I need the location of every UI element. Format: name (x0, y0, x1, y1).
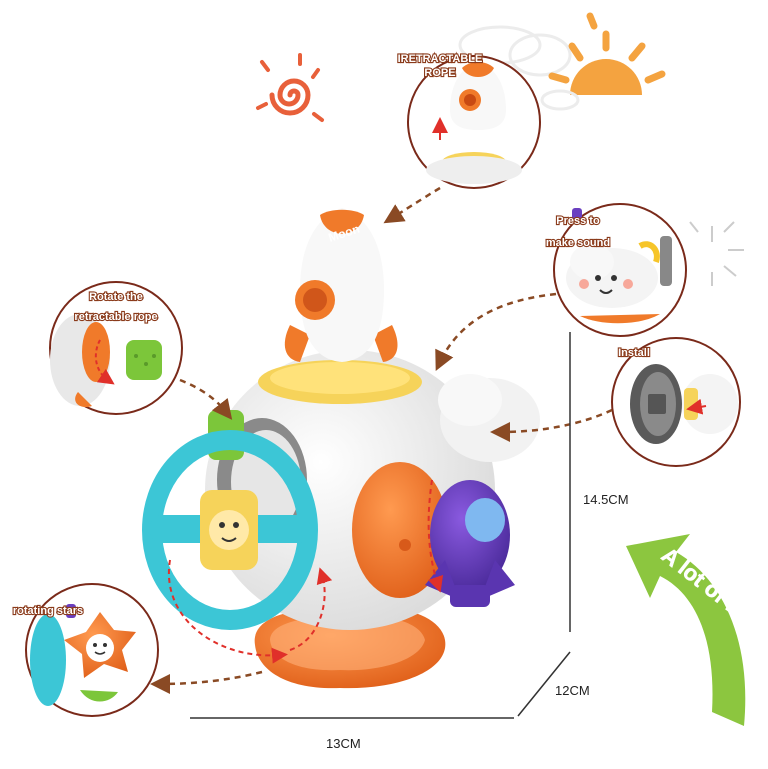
purple-astronaut-figure (425, 480, 515, 607)
callout-press-sound: Press to make sound (545, 203, 687, 337)
callout-rotating-stars: rotating stars (12, 583, 159, 717)
callout-rotating-stars-line1: rotating stars (13, 605, 83, 617)
callout-press-sound-line1: Press to (556, 215, 600, 227)
a-lot-of-fun-badge: A lot of fun (626, 534, 763, 726)
activity-cube-toy: Moon (142, 208, 540, 689)
callout-retractable-rope-line2: ROPE (424, 67, 455, 79)
callout-retractable-rope: IRETRACTABLE ROPE (397, 52, 541, 189)
cloud-sound-button (438, 374, 540, 462)
rocket-topper: Moon (284, 208, 398, 362)
dimension-width: 13CM (326, 736, 361, 751)
sound-burst-decoration (689, 221, 744, 286)
callout-rotate-rope: Rotate the retractable rope (49, 281, 183, 415)
callout-install: Install (611, 337, 741, 467)
dimension-height: 14.5CM (583, 492, 629, 507)
steering-wheel (142, 430, 318, 630)
callout-rotate-rope-line2: retractable rope (74, 311, 157, 323)
callout-connectors (150, 186, 613, 694)
callout-retractable-rope-line1: IRETRACTABLE (398, 53, 483, 65)
dimension-depth: 12CM (555, 683, 590, 698)
callout-rotate-rope-line1: Rotate the (89, 291, 143, 303)
dimension-lines (190, 332, 571, 719)
callout-install-line1: Install (618, 347, 650, 359)
callout-press-sound-line2: make sound (546, 237, 610, 249)
sun-swirl-decoration (256, 53, 324, 122)
